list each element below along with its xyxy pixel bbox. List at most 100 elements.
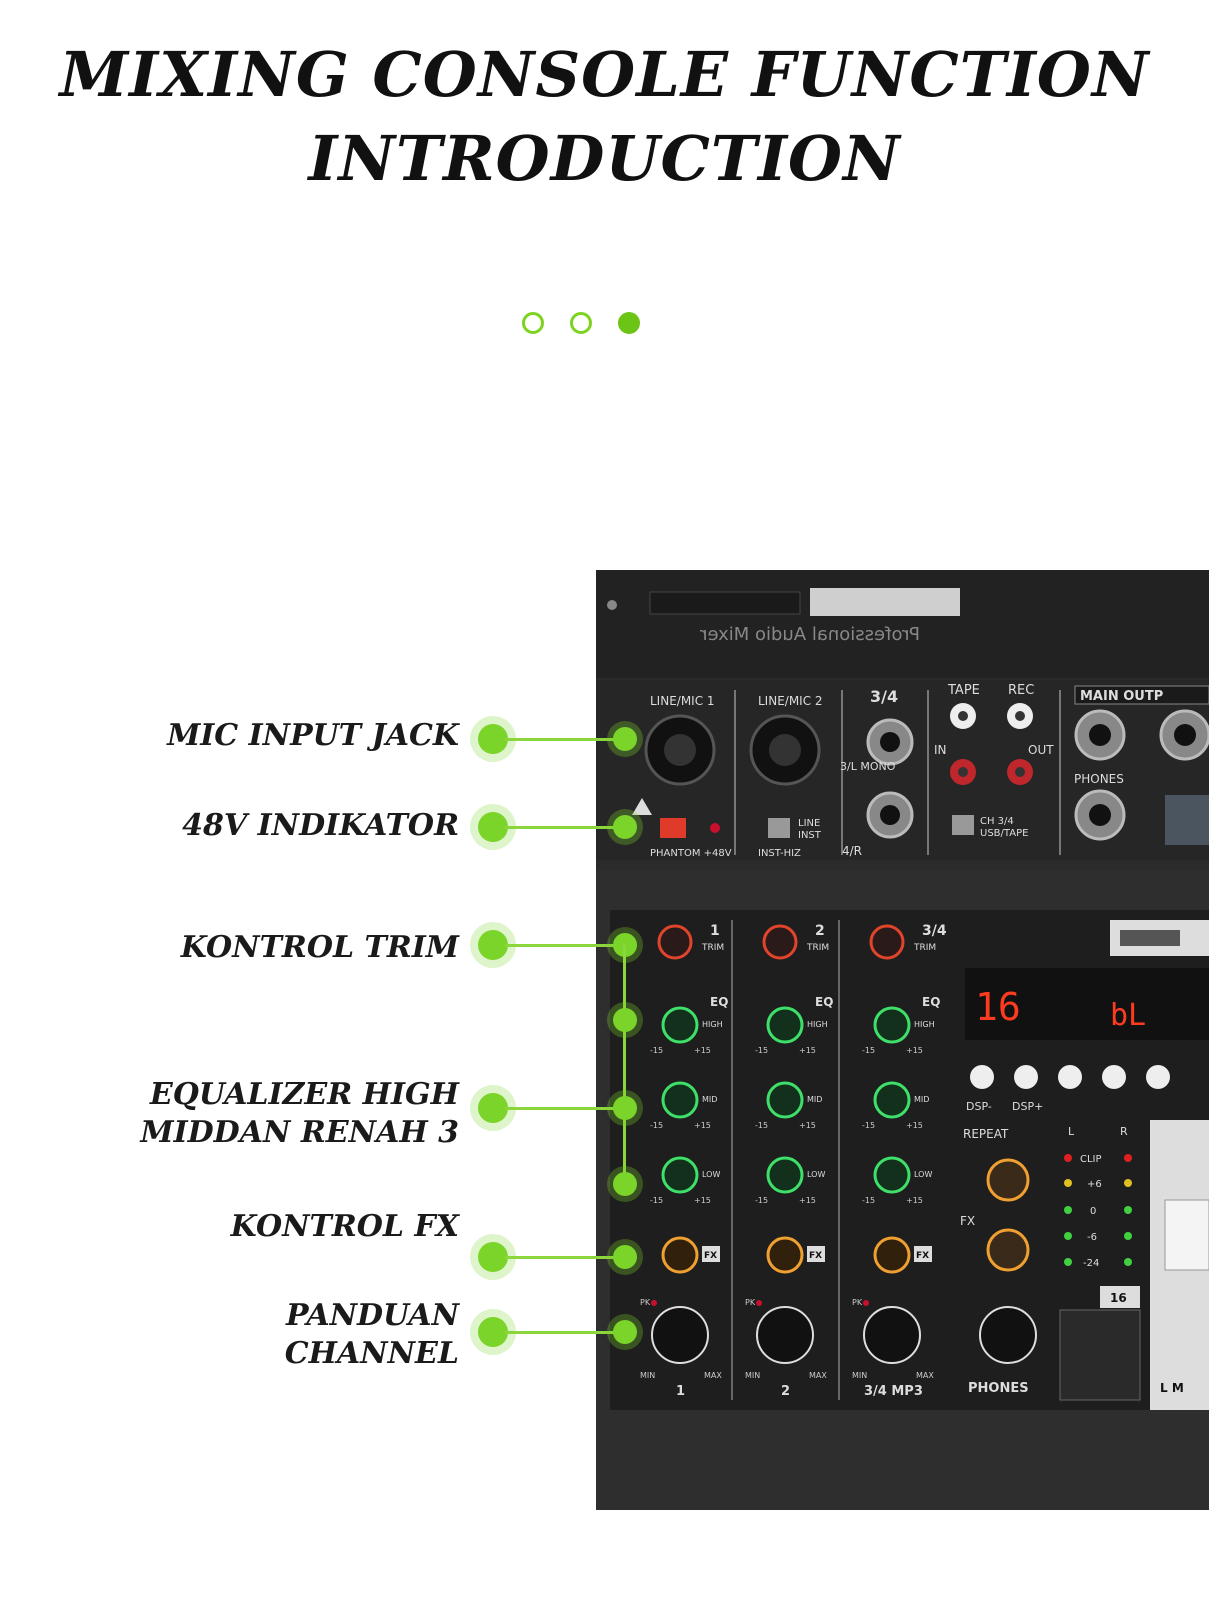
volume-knob-1 [651, 1306, 709, 1364]
max-label-1: MAX [704, 1371, 722, 1380]
eq-high-label-3: HIGH [914, 1020, 935, 1029]
channel-label-2: 2 [781, 1384, 790, 1399]
label-rec: REC [1008, 683, 1034, 698]
meter-m6: -6 [1087, 1232, 1097, 1243]
power-socket-icon [1165, 795, 1209, 845]
label-4r: 4/R [842, 844, 862, 858]
dsp-plus-button [1014, 1065, 1038, 1089]
eq-high-knob-1 [661, 1006, 699, 1044]
eq-max-tick-3: +15 [906, 1196, 923, 1205]
eq-mid-label-2: MID [807, 1095, 822, 1104]
fx-badge-2 [807, 1246, 825, 1262]
label-dsp-minus: DSP- [966, 1100, 992, 1113]
callout-dot-1 [478, 724, 508, 754]
label-phones: PHONES [1074, 772, 1124, 786]
label-tape: TAPE [947, 683, 980, 698]
eq-low-knob-1 [661, 1156, 699, 1194]
min-label-1: MIN [640, 1371, 655, 1380]
fx-repeat-knob [986, 1228, 1030, 1272]
fx-badge-label-1: FX [704, 1251, 717, 1261]
display-right: bL [1110, 998, 1146, 1033]
label-fx-side: FX [960, 1214, 975, 1228]
mixer-device: Professional Audio Mixer LINE/MIC 1 LINE… [596, 570, 1209, 1510]
eq-label-3: EQ [922, 995, 940, 1009]
fx-badge-1 [702, 1246, 720, 1262]
callout-dot-4 [478, 1093, 508, 1123]
eq-min-tick-3: -15 [862, 1046, 875, 1055]
dsp-minus-button [970, 1065, 994, 1089]
callout-label-panduan-line1: PANDUAN [285, 1298, 459, 1333]
eq-max-tick-2: +15 [799, 1046, 816, 1055]
callout-anchor-4c [613, 1172, 637, 1196]
eq-mid-label-1: MID [702, 1095, 717, 1104]
label-ch34-usb: CH 3/4 [980, 816, 1014, 827]
callout-label-kontrol-trim: KONTROL TRIM [180, 930, 459, 965]
label-in: IN [934, 743, 947, 757]
max-label-3: MAX [916, 1371, 934, 1380]
callout-anchor-4b [613, 1096, 637, 1120]
title-line-2: INTRODUCTION [308, 122, 901, 195]
eq-min-tick-2: -15 [755, 1046, 768, 1055]
title-line-1: MIXING CONSOLE FUNCTION [59, 38, 1150, 111]
label-inst-hiz: INST-HIZ [758, 848, 801, 859]
eq-low-label-2: LOW [807, 1170, 825, 1179]
fx-preset-list [1059, 1309, 1141, 1401]
master-fader-handle [1164, 1199, 1209, 1271]
meter-clip: CLIP [1080, 1154, 1102, 1165]
volume-knob-3 [863, 1306, 921, 1364]
mixer-brand-text: Professional Audio Mixer [700, 624, 920, 645]
fx-badge-label-2: FX [809, 1251, 822, 1261]
meter-m24: -24 [1083, 1258, 1099, 1269]
phantom-48v-button [660, 818, 686, 838]
play-pause-button [1146, 1065, 1170, 1089]
trim-label-2: TRIM [806, 943, 829, 953]
eq-label-2: EQ [815, 995, 833, 1009]
eq-low-label-3: LOW [914, 1170, 932, 1179]
phantom-led [710, 823, 720, 833]
callout-label-mic-input-jack: MIC INPUT JACK [167, 718, 459, 753]
channel-label-3: 3/4 MP3 [864, 1384, 923, 1399]
callout-label-equalizer-line1: EQUALIZER HIGH [149, 1077, 459, 1112]
channel-number-2: 2 [815, 923, 825, 939]
label-line-mic-2: LINE/MIC 2 [758, 694, 823, 708]
screw-icon [607, 600, 617, 610]
channel-number-1: 1 [710, 923, 720, 939]
eq-min-tick-2: -15 [755, 1121, 768, 1130]
label-line-switch: LINE [798, 818, 820, 829]
prev-button [1058, 1065, 1082, 1089]
channel-label-1: 1 [676, 1384, 685, 1399]
callout-anchor-4a [613, 1008, 637, 1032]
trim-knob-1 [657, 924, 693, 960]
meter-p6: +6 [1087, 1179, 1102, 1190]
pk-label-3: PK [852, 1298, 863, 1307]
label-main-out: MAIN OUTP [1080, 689, 1163, 704]
meter-r: R [1120, 1125, 1128, 1138]
eq-min-tick-1: -15 [650, 1196, 663, 1205]
callout-label-equalizer: EQUALIZER HIGH MIDDAN RENAH 3 [140, 1076, 459, 1152]
pager-dot-3-active[interactable] [618, 312, 640, 334]
min-label-3: MIN [852, 1371, 867, 1380]
eq-max-tick-2: +15 [799, 1196, 816, 1205]
pk-label-2: PK [745, 1298, 756, 1307]
label-out: OUT [1028, 743, 1054, 757]
label-dsp-plus: DSP+ [1012, 1100, 1043, 1113]
callout-dot-2 [478, 812, 508, 842]
eq-max-tick-3: +15 [906, 1121, 923, 1130]
eq-mid-knob-3 [873, 1081, 911, 1119]
eq-min-tick-3: -15 [862, 1121, 875, 1130]
transport-buttons [970, 1065, 1170, 1089]
label-phones-bottom: PHONES [968, 1381, 1029, 1396]
eq-mid-knob-2 [766, 1081, 804, 1119]
pager-dot-1[interactable] [522, 312, 544, 334]
eq-low-label-1: LOW [702, 1170, 720, 1179]
min-label-2: MIN [745, 1371, 760, 1380]
inst-hiz-switch [768, 818, 790, 838]
pager-dot-2[interactable] [570, 312, 592, 334]
eq-high-label-2: HIGH [807, 1020, 828, 1029]
fx-knob-3 [873, 1236, 911, 1274]
eq-mid-knob-1 [661, 1081, 699, 1119]
meter-l: L [1068, 1125, 1075, 1138]
fx-count: 16 [1110, 1291, 1127, 1305]
trim-label-1: TRIM [701, 943, 724, 953]
callout-dot-6 [478, 1317, 508, 1347]
